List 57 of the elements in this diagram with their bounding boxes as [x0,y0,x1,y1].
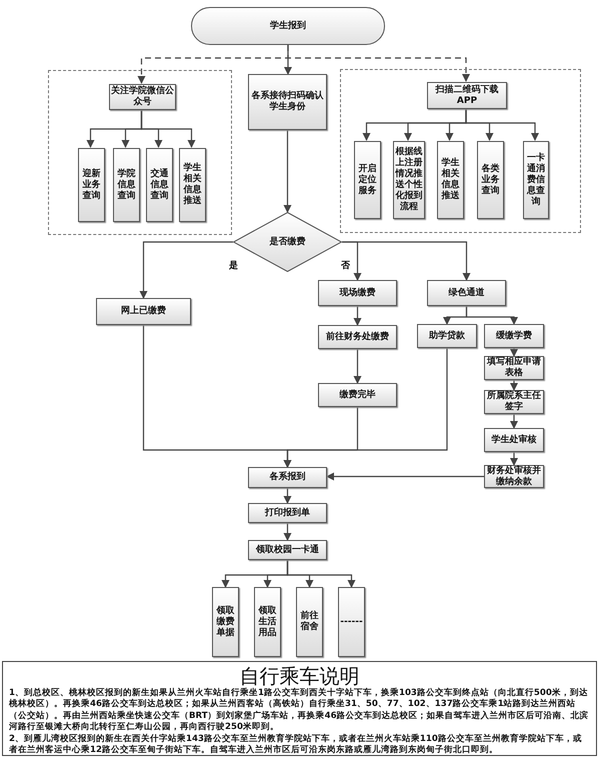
process-box: 一卡通消费信息查询 [523,141,549,219]
arrow [342,241,470,281]
process-box: 财务处审核并缴纳余款 [484,465,544,488]
arrow [354,306,362,326]
process-box: 前往财务处缴费 [318,325,397,349]
process-box: 学生相关信息推送 [179,148,206,222]
process-box: 网上已缴费 [96,298,191,325]
process-box: 根据线上注册情况推送个性化报到流程 [393,141,425,219]
process-box: 前往宿舍 [296,587,323,657]
arrow [326,472,484,480]
process-box: 交通信息查询 [146,148,173,222]
dashed-group-box [340,69,581,233]
note-paragraph: 1、到总校区、桃林校区报到的新生如果从兰州火车站自行乘坐1路公交车到西关十字站下车，换乘103路公交车到终点站（向北直行500米，到达桃林校区）。再换乘46路公交车到达总校区；如果从兰州西客站（高铁站）自行乘坐31、50、77、102、137路公交车乘1站路到达兰州西站（公交站）。再由兰州西站乘坐快速公交车（BRT）到刘家堡广场车站，再换乘46路公交车到达总校区；如果自驾车进入兰州市区后可沿南、北滨河路行至银滩大桥向北转行至仁寿山公园，再向西行驶250米即到。 [9,688,590,734]
arrow [140,241,233,299]
arrow [510,380,518,391]
edge-label: 否 [340,261,351,272]
process-box: 各类业务查询 [477,141,504,219]
arrow [284,348,448,468]
process-box: 关注学院微信公众号 [109,84,176,110]
process-box: 打印报到单 [248,503,327,523]
process-box: 各系报到 [248,467,327,488]
process-box: 学生处审核 [484,428,544,452]
process-box: 绿色通道 [427,280,506,306]
arrow [510,348,518,357]
process-box: 领取校园一卡通 [248,540,327,560]
process-box: 学院信息查询 [113,148,140,222]
arrow [466,306,518,325]
arrow [284,523,292,541]
note-title: 自行乘车说明 [240,664,360,688]
arrow [465,108,539,141]
process-box: ------ [338,587,365,657]
arrow [510,414,518,429]
arrow [284,130,292,213]
arrow [354,349,362,384]
note-paragraph: 2、到雁儿湾校区报到的新生在西关什字站乘143路公交车至兰州教育学院站下车，或者在兰州火车站乘110路公交车至兰州教育学院站下车，或者在兰州客运中心乘12路公交车至甸子街站下车。自驾车进入兰州市区后可沿东岗东路或雁儿湾路到东岗甸子街北口即到。 [9,734,583,756]
arrow [510,452,518,466]
dashed-group-box [48,70,232,235]
start-terminal: 学生报到 [191,7,385,45]
process-box: 领取生活用品 [254,587,281,657]
process-box: 缴费完毕 [318,383,397,407]
process-box: 学生相关信息推送 [437,141,464,219]
process-box: 各系接待扫码确认学生身份 [248,74,327,130]
process-box: 填写相应申请表格 [484,356,544,380]
process-box: 领取缴费单据 [212,587,239,657]
arrow [284,488,292,504]
process-box: 所属院系主任签字 [484,390,544,414]
dashed-arrow [287,45,470,82]
edge-label: 是 [228,261,239,272]
process-box: 现场缴费 [318,280,397,306]
process-box: 扫描二维码下载APP [427,82,507,109]
process-box: 助学贷款 [417,324,477,348]
process-box: 迎新业务查询 [78,148,105,222]
note-box [2,661,597,756]
process-box: 缓缴学费 [484,324,544,348]
process-box: 开启定位服务 [354,141,381,219]
arrow [140,109,196,148]
arrow [286,560,356,588]
